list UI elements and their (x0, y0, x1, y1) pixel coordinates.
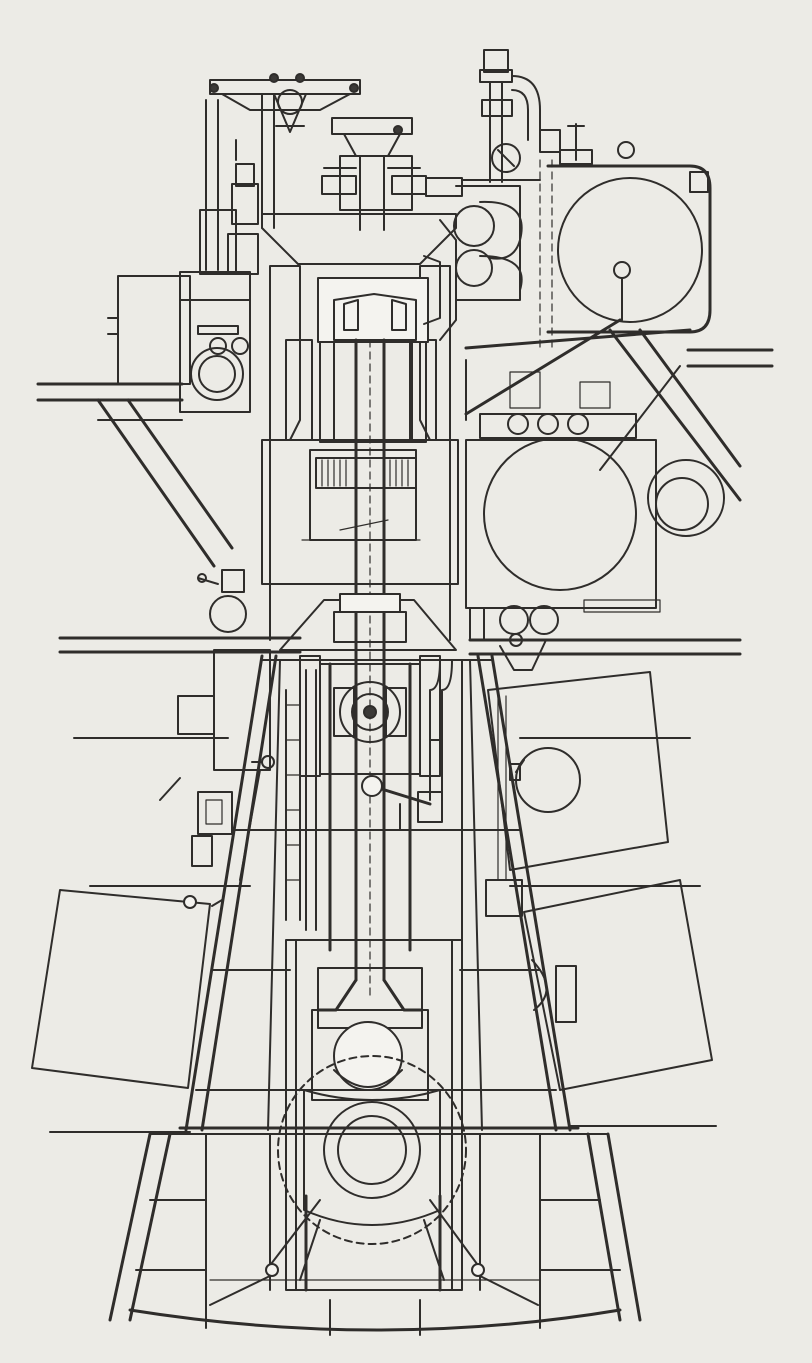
right-side-equipment (423, 49, 742, 1091)
left-side-equipment (31, 99, 317, 1089)
deck-lines (36, 348, 774, 1133)
cylinder-assembly (209, 73, 467, 1292)
engine-frame (108, 654, 642, 1336)
